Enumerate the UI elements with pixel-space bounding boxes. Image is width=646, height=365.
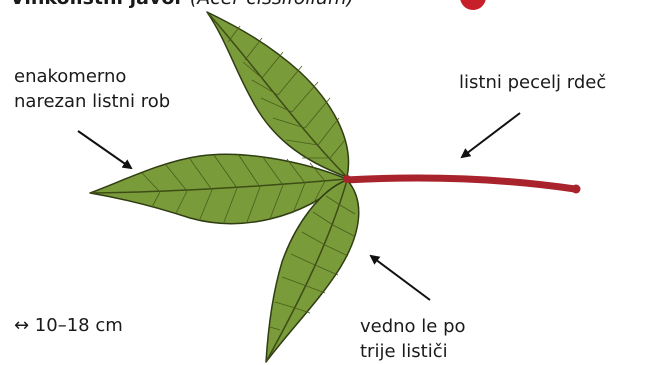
label-leaf-stalk: listni pecelj rdeč <box>459 70 606 95</box>
label-leaf-edge-line-1: enakomerno <box>14 64 170 89</box>
label-leaf-size: ↔ 10–18 cm <box>14 313 123 338</box>
label-leaf-edge-line-2: narezan listni rob <box>14 89 170 114</box>
arrow-leaflets <box>371 256 430 300</box>
label-leaflets: vedno le po trije lističi <box>360 314 466 364</box>
stalk-tip <box>572 185 581 194</box>
arrow-leaf-stalk <box>462 113 520 157</box>
label-leaflets-line-2: trije lističi <box>360 339 466 364</box>
leaf-stalk <box>346 178 575 189</box>
leaflet-top <box>207 12 349 177</box>
leaflet-junction <box>343 175 351 183</box>
arrow-leaf-edge <box>78 131 131 168</box>
label-leaf-edge: enakomerno narezan listni rob <box>14 64 170 114</box>
label-leaflets-line-1: vedno le po <box>360 314 466 339</box>
